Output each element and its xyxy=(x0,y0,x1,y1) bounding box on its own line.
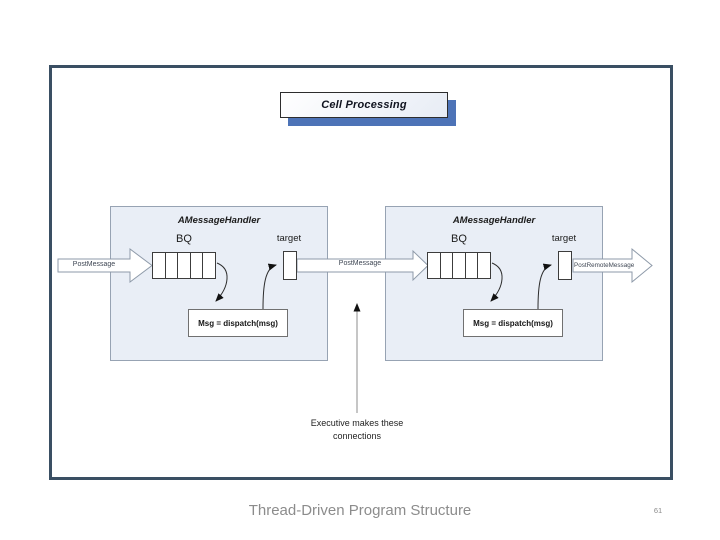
dispatch-label-left: Msg = dispatch(msg) xyxy=(198,318,278,328)
post-remote-message-label: PostRemoteMessage xyxy=(574,261,635,269)
dispatch-box-left: Msg = dispatch(msg) xyxy=(188,309,288,337)
post-message-input-label: PostMessage xyxy=(72,261,116,268)
slide-footer-title: Thread-Driven Program Structure xyxy=(248,502,472,519)
queue-cell xyxy=(202,253,215,278)
queue-to-dispatch-connector-left xyxy=(215,262,228,302)
queue-to-dispatch-connector-right xyxy=(490,262,503,302)
handler-title-left: AMessageHandler xyxy=(177,215,261,226)
blocking-queue-right xyxy=(427,252,491,279)
queue-cell xyxy=(477,253,490,278)
handler-title-right: AMessageHandler xyxy=(452,215,536,226)
slide-title-box: Cell Processing xyxy=(280,92,448,118)
page-number: 61 xyxy=(653,506,663,515)
queue-cell xyxy=(464,253,478,278)
blocking-queue-left xyxy=(152,252,216,279)
queue-cell xyxy=(452,253,465,278)
slide-title: Cell Processing xyxy=(321,99,407,111)
queue-cell xyxy=(177,253,190,278)
target-rect-right xyxy=(558,251,572,280)
dispatch-to-target-connector-right xyxy=(537,263,552,310)
post-message-input-arrow xyxy=(57,248,153,283)
queue-cell xyxy=(439,253,453,278)
queue-cell xyxy=(428,253,440,278)
post-message-forward-arrow xyxy=(296,249,429,282)
post-remote-message-output-arrow xyxy=(572,247,653,284)
queue-cell xyxy=(189,253,203,278)
dispatch-to-target-connector-left xyxy=(262,263,277,310)
queue-cell xyxy=(153,253,165,278)
post-message-forward-label: PostMessage xyxy=(338,260,382,267)
dispatch-label-right: Msg = dispatch(msg) xyxy=(473,318,553,328)
target-label-right: target xyxy=(551,233,577,244)
executive-note: Executive makes these connections xyxy=(310,418,404,441)
target-rect-left xyxy=(283,251,297,280)
queue-label-left: BQ xyxy=(176,233,192,245)
dispatch-box-right: Msg = dispatch(msg) xyxy=(463,309,563,337)
queue-label-right: BQ xyxy=(451,233,467,245)
target-label-left: target xyxy=(276,233,302,244)
queue-cell xyxy=(164,253,178,278)
